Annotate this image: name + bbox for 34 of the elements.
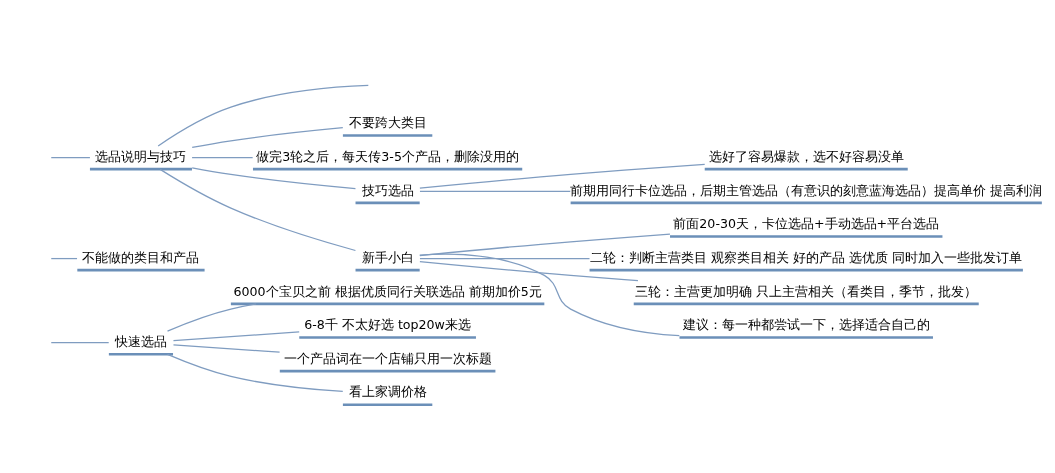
node-text: 选好了容易爆款，选不好容易没单 bbox=[708, 148, 904, 164]
connector bbox=[191, 167, 357, 190]
node-text: 建议：每一种都尝试一下，选择适合自己的 bbox=[682, 317, 930, 333]
connector bbox=[50, 157, 91, 159]
connector bbox=[50, 342, 110, 344]
node-text: 不要跨大类目 bbox=[348, 115, 427, 131]
node-text: 6000个宝贝之前 根据优质同行关联选品 前期加价5元 bbox=[233, 283, 542, 299]
connector bbox=[191, 157, 254, 159]
connector bbox=[157, 84, 369, 147]
connector bbox=[419, 163, 706, 189]
connector bbox=[159, 168, 357, 252]
node-text: 做完3轮之后，每天传3-5个产品，删除没用的 bbox=[256, 148, 519, 164]
node-text: 前面20-30天，卡位选品+手动选品+平台选品 bbox=[673, 216, 940, 232]
connector bbox=[191, 127, 344, 148]
node-text: 新手小白 bbox=[361, 249, 414, 265]
node-text: 技巧选品 bbox=[361, 182, 414, 198]
connector bbox=[172, 344, 281, 353]
connector bbox=[419, 190, 571, 192]
connector bbox=[50, 257, 78, 260]
node-text: 选品说明与技巧 bbox=[95, 148, 187, 164]
connector bbox=[166, 353, 344, 393]
node-text: 三轮：主营更加明确 只上主营相关（看类目，季节，批发） bbox=[635, 283, 978, 299]
node-text: 看上家调价格 bbox=[348, 384, 427, 400]
node-text: 一个产品词在一个店铺只用一次标题 bbox=[283, 350, 492, 366]
connector bbox=[166, 303, 257, 332]
connector bbox=[419, 253, 680, 337]
connector bbox=[172, 331, 300, 342]
connector bbox=[419, 257, 591, 260]
node-text: 二轮：判断主营类目 观察类目相关 好的产品 选优质 同时加入一些批发订单 bbox=[590, 249, 1023, 265]
node-text: 不能做的类目和产品 bbox=[82, 249, 200, 265]
node-text: 6-8千 不太好选 top20w来选 bbox=[304, 317, 471, 333]
node-text: 快速选品 bbox=[114, 334, 167, 349]
connector bbox=[419, 261, 639, 282]
node-text: 前期用同行卡位选品，后期主管选品（有意识的刻意蓝海选品）提高单价 提高利润 bbox=[570, 182, 1043, 198]
